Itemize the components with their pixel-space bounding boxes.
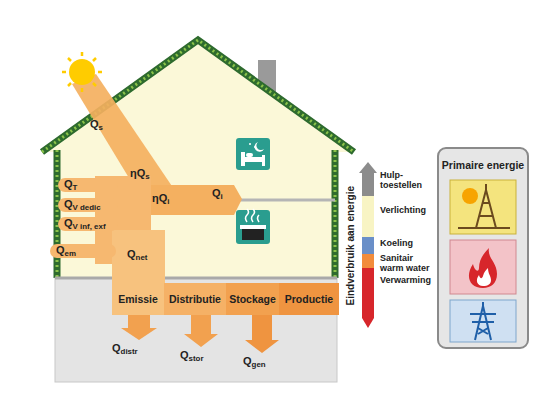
primary-energy-panel-part: [470, 302, 496, 340]
flow-band-segment: Distributie: [164, 283, 226, 315]
house-part: [42, 40, 354, 278]
primary-energy-panel-part: [469, 248, 497, 288]
energy-flows-part: [112, 230, 165, 285]
subscript: i: [167, 197, 169, 206]
energy-flows-part: [150, 185, 242, 215]
basement-part: [55, 277, 337, 280]
subscript: i: [221, 192, 223, 201]
energy-flow-label: Qgen: [243, 355, 266, 369]
axis-label: Eindverbruik aan energie: [345, 186, 357, 306]
energy-bar-arrows: [359, 162, 377, 328]
legend-swatch: [362, 237, 374, 254]
subscript: net: [136, 253, 148, 262]
stage-label: Stockage: [229, 293, 276, 305]
bedroom-icon-part: [254, 146, 256, 148]
energy-flow-label: Qs: [90, 118, 103, 132]
energy-flows-part: [58, 198, 118, 212]
kitchen-icon-part: [240, 225, 266, 229]
legend-text: Koeling: [380, 239, 436, 249]
legend-swatch: [362, 268, 374, 318]
energy-flows-part: [245, 314, 279, 353]
legend-text: Hulp-toestellen: [380, 171, 436, 191]
subscript: stor: [189, 354, 204, 363]
basement-part: [55, 278, 337, 382]
energy-flow-label: QT: [64, 178, 77, 192]
sun-part: [62, 52, 102, 92]
energy-flows-part: [58, 217, 118, 231]
sun-part: [69, 59, 95, 85]
subscript: em: [65, 249, 76, 258]
bedroom-icon-part: [246, 153, 253, 157]
energy-flows-part: [58, 178, 118, 192]
energy-flow-label: Qem: [56, 244, 76, 258]
energy-flow-label: QV inf, exf: [64, 217, 106, 231]
primary-energy-panel-part: [450, 180, 516, 234]
energy-flow-label: Qi: [212, 187, 223, 201]
bedroom-icon-part: [236, 138, 270, 170]
flow-band-segment: Productie: [279, 283, 339, 315]
energy-flow-label: QV dedic: [64, 198, 101, 212]
primary-energy-panel-part: [462, 188, 478, 204]
legend-swatch: [362, 196, 374, 237]
energy-flow-label: Qdistr: [112, 342, 138, 356]
energy-flows-part: [50, 244, 116, 258]
energy-bar-arrows-part: [362, 318, 374, 328]
energy-flow-label: ηQi: [152, 192, 169, 206]
flow-band-segment: Emissie: [112, 283, 164, 315]
flow-band-segment: Stockage: [226, 283, 279, 315]
legend-text: Verwarming: [380, 276, 436, 286]
kitchen-icon-part: [246, 209, 260, 222]
house-part: [42, 40, 354, 278]
subscript: V inf, exf: [73, 222, 106, 231]
energy-flows-part: [184, 314, 218, 347]
legend-swatch: [362, 172, 374, 196]
primary-energy-panel: [438, 148, 528, 348]
bedroom-icon-part: [262, 155, 265, 166]
bedroom-icon-part: [249, 143, 251, 145]
bedroom-icon-part: [241, 152, 245, 166]
stage-label: Emissie: [118, 293, 158, 305]
energy-flows-part: [121, 314, 157, 340]
house: [42, 40, 354, 278]
primary-energy-panel-part: [458, 184, 510, 228]
energy-flow-label: Qnet: [127, 248, 147, 262]
basement: [55, 278, 337, 382]
energy-flows: [50, 176, 279, 353]
bedroom-icon-part: [255, 142, 264, 152]
subscript: V dedic: [73, 203, 101, 212]
primary-energy-panel-part: [438, 148, 528, 348]
subscript: s: [145, 172, 149, 181]
kitchen-icon: [236, 209, 270, 244]
subscript: s: [99, 123, 103, 132]
subscript: gen: [252, 360, 266, 369]
legend-swatch: [362, 254, 374, 268]
energy-flow-label: Qstor: [180, 349, 204, 363]
bedroom-icon: [236, 138, 270, 170]
primary-energy-panel-part: [450, 240, 516, 294]
energy-panel: Primaire energie: [440, 151, 526, 179]
primary-energy-panel-part: [450, 300, 516, 342]
energy-flow-label: ηQs: [130, 167, 150, 181]
subscript: distr: [121, 347, 138, 356]
stage-label: Productie: [285, 293, 333, 305]
panel-heading: Primaire energie: [442, 159, 524, 171]
stage-label: Distributie: [169, 293, 221, 305]
kitchen-icon-part: [242, 228, 264, 240]
subscript: T: [73, 183, 78, 192]
sun: [62, 52, 102, 92]
kitchen-icon-part: [236, 210, 270, 244]
legend-text: Verlichting: [380, 206, 436, 216]
primary-energy-panel-part: [477, 268, 491, 286]
legend-text: Sanitair warm water: [380, 254, 436, 274]
house-part: [55, 150, 337, 278]
